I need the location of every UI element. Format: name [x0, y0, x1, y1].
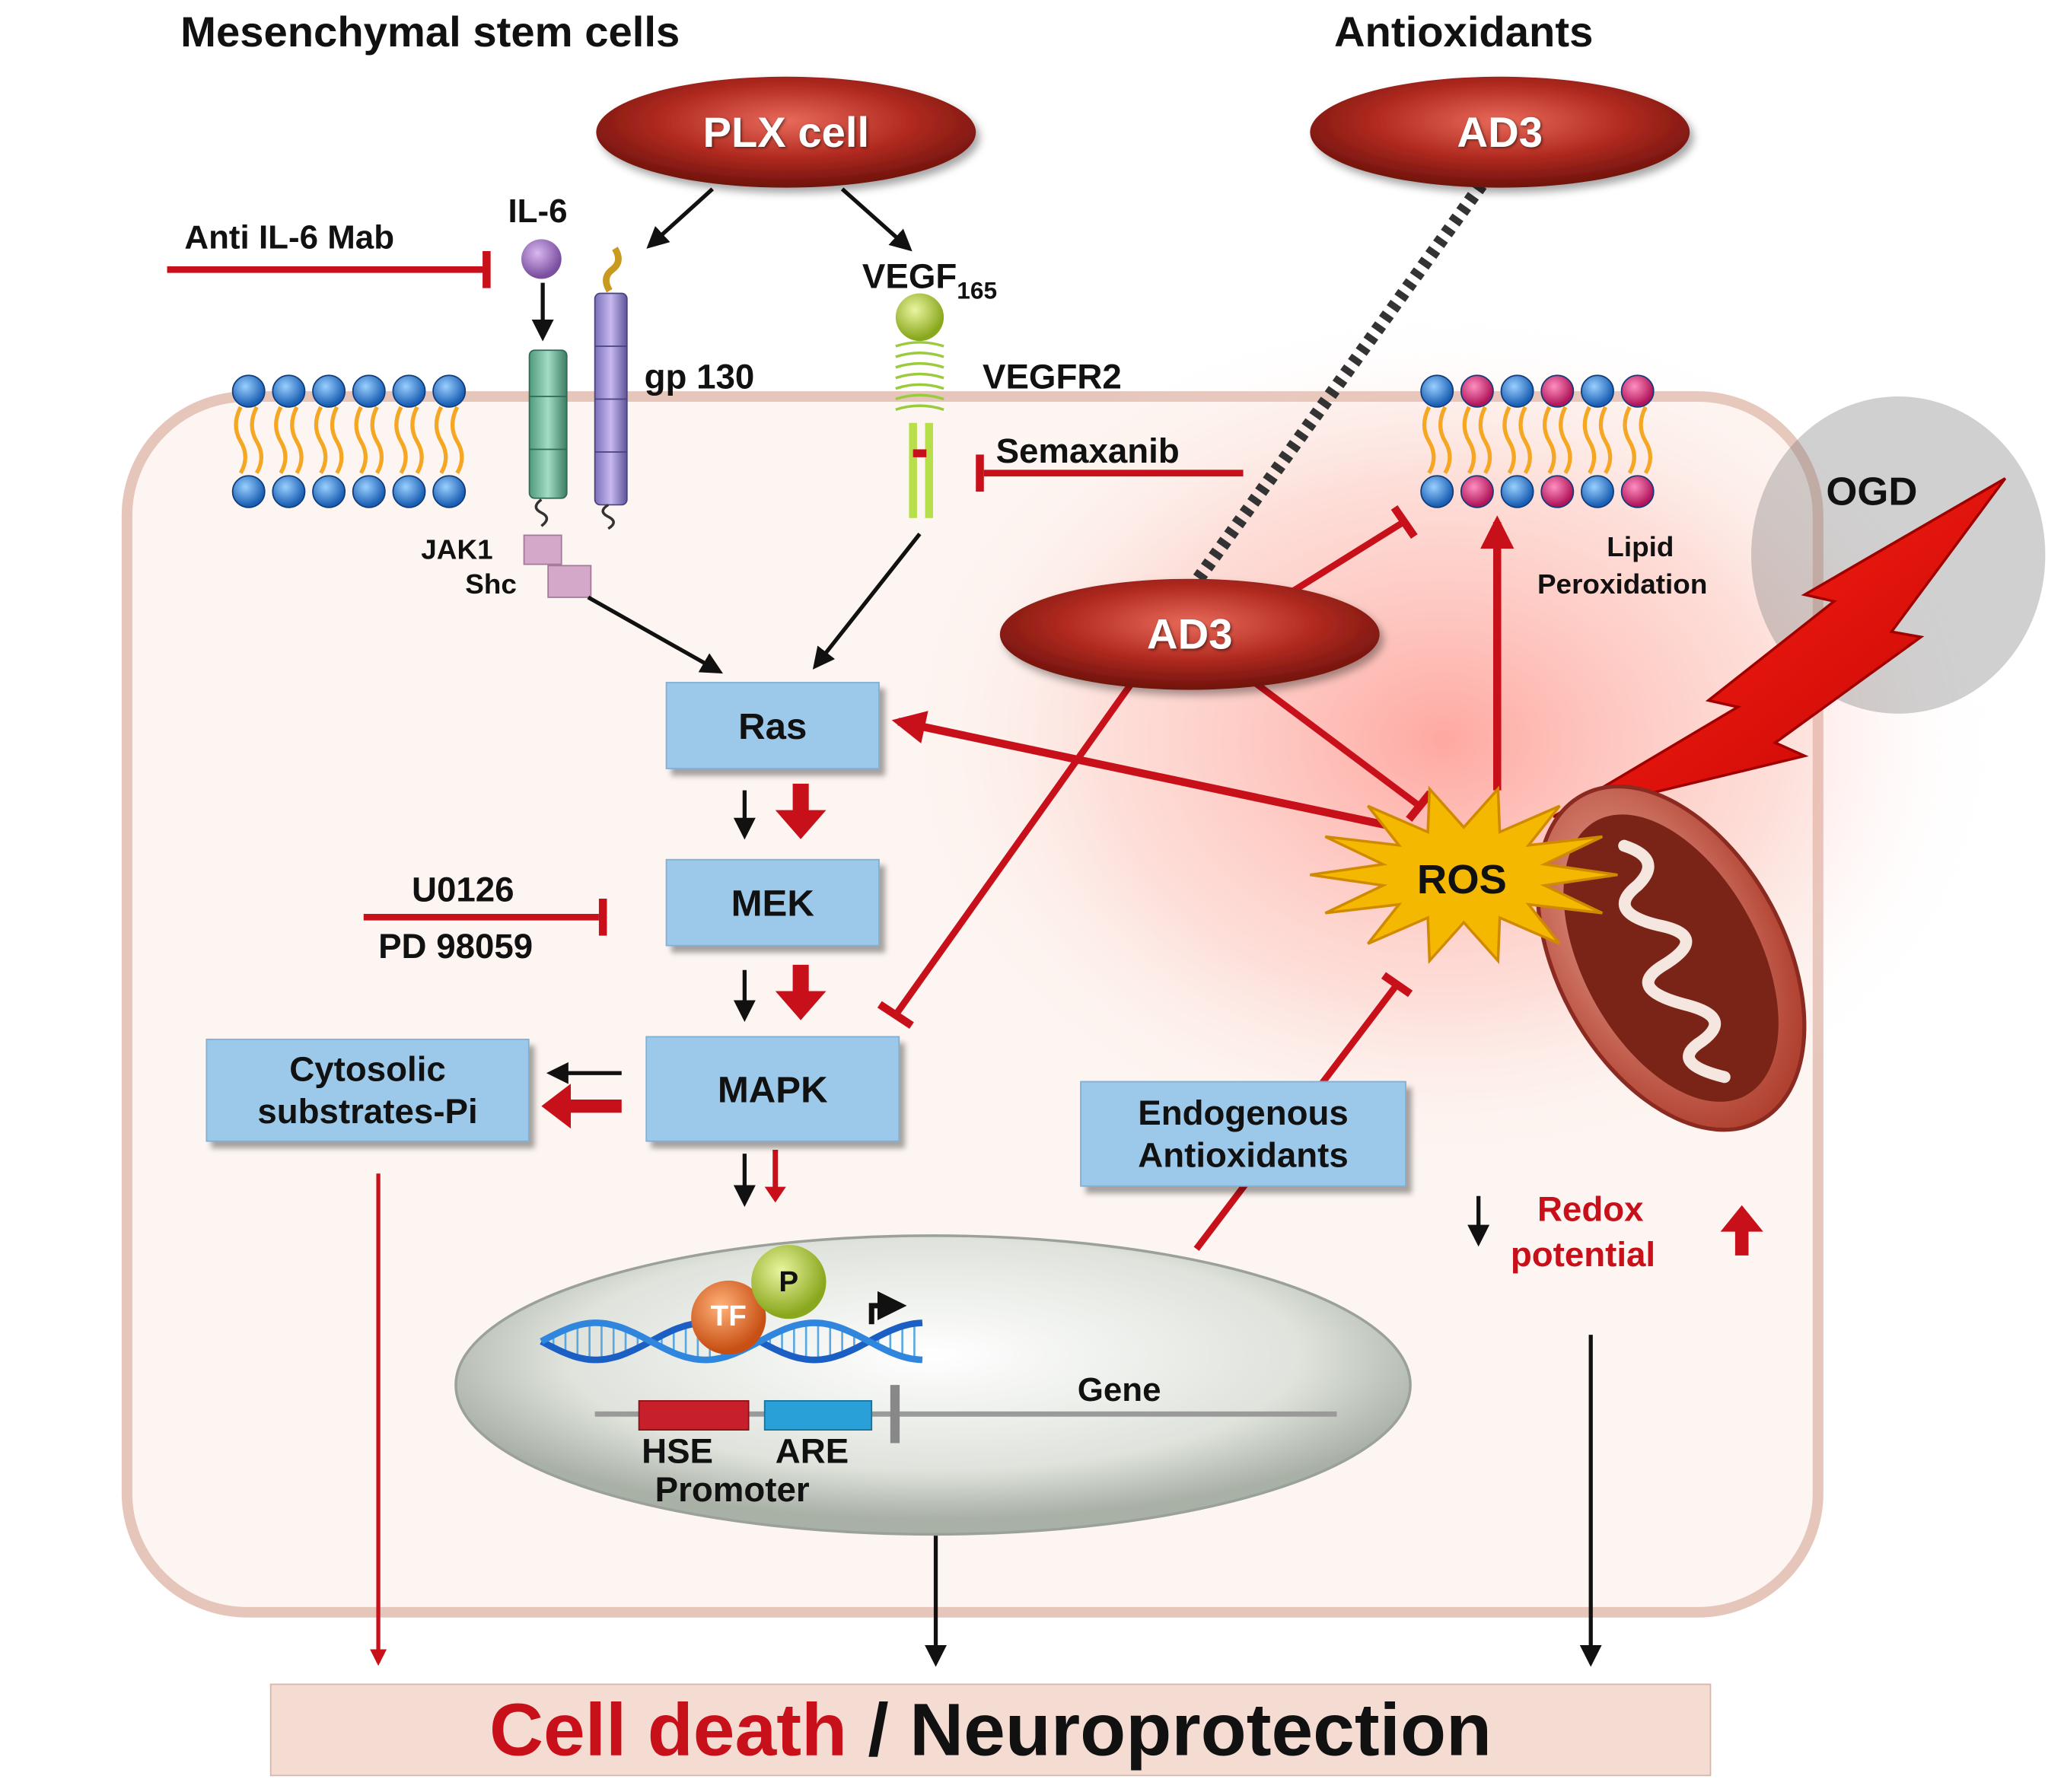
cell-death-text: Cell death: [489, 1687, 848, 1771]
ad3-top-label: AD3: [1457, 108, 1543, 156]
vegfr2-label: VEGFR2: [983, 356, 1122, 397]
ros-label: ROS: [1416, 856, 1507, 903]
il6-sphere: [521, 239, 562, 279]
gp130-label: gp 130: [644, 356, 755, 397]
activation-arrows: [531, 187, 1602, 1667]
semaxanib-label: Semaxanib: [995, 431, 1180, 471]
tf-sphere: [691, 1280, 766, 1355]
il6-label: IL-6: [508, 193, 568, 231]
outcome-banner: Cell death / Neuroprotection: [269, 1683, 1712, 1777]
ad3-top-oval: [1310, 76, 1690, 188]
vegf-label: VEGF165: [862, 256, 998, 304]
red-pathway-lines: [370, 515, 1515, 1666]
mek-box: MEK: [665, 858, 880, 947]
p-sphere: [751, 1244, 827, 1319]
heading-antioxidants: Antioxidants: [1333, 8, 1594, 56]
jak1-label: JAK1: [421, 535, 493, 566]
peroxidation-label: Peroxidation: [1537, 569, 1708, 600]
enhancement-arrows: [541, 783, 1763, 1256]
u0126-label: U0126: [411, 869, 514, 909]
ros-starburst: [1310, 785, 1618, 964]
mapk-box: MAPK: [645, 1036, 900, 1142]
are-element: [763, 1400, 873, 1431]
are-label: ARE: [775, 1431, 849, 1471]
hse-element: [638, 1400, 750, 1431]
ad3-mid-label: AD3: [1147, 610, 1233, 658]
lipid-bilayer-right: [1420, 374, 1655, 508]
plx-cell-label: PLX cell: [702, 108, 870, 156]
plx-cell-oval: [596, 76, 976, 188]
lipid-label: Lipid: [1607, 532, 1674, 563]
transcription-arrow: [868, 1291, 907, 1325]
ogd-label: OGD: [1826, 470, 1918, 514]
potential-label: potential: [1510, 1234, 1656, 1275]
p-label: P: [779, 1265, 799, 1298]
lipid-bilayer-left: [231, 374, 467, 508]
hse-label: HSE: [642, 1431, 714, 1471]
ad3-mid-oval: [999, 578, 1380, 690]
heading-msc: Mesenchymal stem cells: [180, 8, 680, 56]
neuroprotection-text: Neuroprotection: [909, 1687, 1492, 1771]
promoter-label: Promoter: [655, 1469, 810, 1510]
vegf-sphere: [895, 293, 944, 342]
vegfr2-receptor: [895, 293, 944, 518]
slash-text: /: [847, 1687, 910, 1771]
redox-label: Redox: [1537, 1189, 1644, 1230]
tf-label: TF: [710, 1299, 747, 1332]
nucleus: [454, 1234, 1412, 1536]
shc-label: Shc: [465, 569, 517, 600]
ad3-dotted-link: [1190, 181, 1487, 586]
anti-il6-label: Anti IL-6 Mab: [184, 219, 395, 256]
pd98059-label: PD 98059: [378, 926, 534, 966]
il6-receptor: [521, 239, 628, 598]
ogd-lightning-bolt: [1553, 477, 2007, 818]
ras-box: Ras: [665, 682, 880, 769]
gene-label: Gene: [1077, 1371, 1161, 1409]
